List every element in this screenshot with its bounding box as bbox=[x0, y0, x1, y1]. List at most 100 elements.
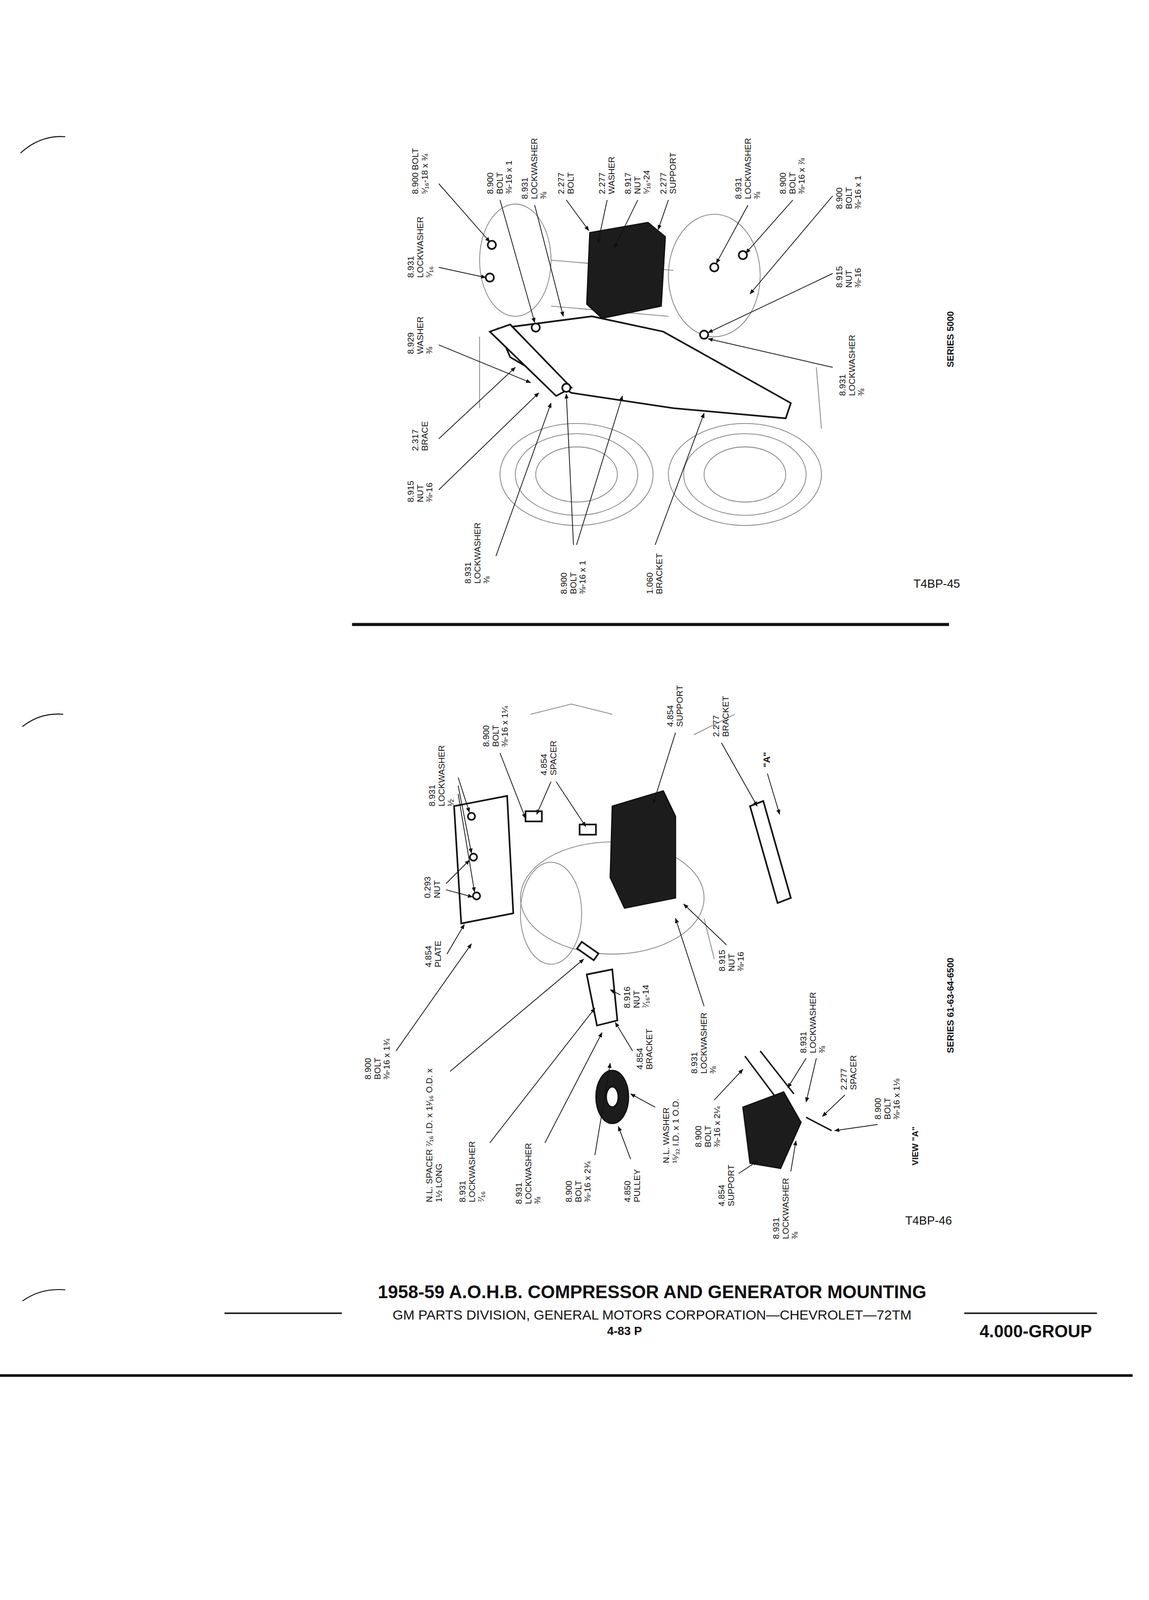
part-callout: 0.293 NUT bbox=[423, 861, 442, 899]
leader-line bbox=[675, 918, 705, 1006]
spacer-part bbox=[579, 824, 596, 835]
label-holder: 8.931 LOCKWASHER ⅜ bbox=[514, 1143, 543, 1204]
leader-line bbox=[458, 785, 472, 854]
part-callout: 8.931 LOCKWASHER ⅜ bbox=[689, 1012, 719, 1074]
series-label: SERIES 5000 bbox=[946, 311, 957, 368]
part-callout: N.L. WASHER ¹⁵⁄₃₂ I.D. x 1 O.D. bbox=[662, 1090, 681, 1164]
bolt-part bbox=[744, 1050, 832, 1131]
label-holder: 4-83 P bbox=[607, 1323, 643, 1338]
label-holder: 8.900 BOLT ⅜-16 x 1¼ bbox=[481, 704, 510, 747]
punch-mark bbox=[22, 714, 64, 727]
punch-mark bbox=[20, 136, 66, 153]
label-holder: 8.900 BOLT ⅜-16 x 1 bbox=[834, 166, 864, 210]
label-holder: T4BP-45 bbox=[913, 577, 961, 591]
footer-rule bbox=[964, 1312, 1098, 1314]
label-holder: 8.929 WASHER ⅜ bbox=[406, 316, 435, 355]
view-marker: "A" bbox=[762, 730, 773, 768]
page-number: 4-83 P bbox=[607, 1323, 643, 1338]
part-callout: 8.931 LOCKWASHER ⅜ bbox=[799, 992, 828, 1054]
view-label: VIEW "A" bbox=[910, 1126, 921, 1166]
label-holder: 2.277 BRACKET bbox=[712, 695, 731, 737]
label-holder: 2.277 WASHER bbox=[597, 156, 617, 195]
part-callout: 8.900 BOLT ⅜-16 x 2¾ bbox=[564, 1159, 593, 1203]
leader-line bbox=[438, 267, 486, 278]
label-holder: 8.916 NUT ⁷⁄₁₆-14 bbox=[622, 971, 651, 1009]
support-part bbox=[742, 1091, 801, 1169]
leader-line bbox=[658, 199, 669, 230]
leader-group bbox=[438, 183, 833, 556]
washer-part bbox=[710, 263, 719, 272]
leader-line bbox=[721, 742, 758, 806]
label-holder: 8.915 NUT ⅜-16 bbox=[834, 251, 864, 288]
label-holder: 8.931 LOCKWASHER ⅜ bbox=[734, 137, 763, 199]
bolt-part bbox=[738, 250, 747, 260]
part-callout: 8.929 WASHER ⅜ bbox=[406, 316, 435, 355]
part-callout: 8.931 LOCKWASHER ⁷⁄₁₆ bbox=[458, 1140, 487, 1202]
leader-line bbox=[614, 199, 639, 249]
label-holder: T4BP-46 bbox=[905, 1213, 953, 1228]
label-holder: N.L. SPACER ⁷⁄₁₆ I.D. x 1¹⁄₁₆ O.D. x 1½ … bbox=[425, 1065, 445, 1203]
label-holder: 8.917 NUT ⁵⁄₁₆-24 bbox=[623, 157, 652, 195]
label-holder: 2.317 BRACE bbox=[410, 414, 430, 451]
leader-line bbox=[566, 394, 574, 545]
leader-line bbox=[556, 781, 586, 827]
part-callout: 4.854 BRACKET bbox=[635, 1028, 655, 1070]
brace-part bbox=[489, 324, 572, 396]
part-callout: 4.854 SUPPORT bbox=[666, 684, 685, 727]
label-holder: 2.277 BOLT bbox=[557, 157, 576, 195]
label-holder: 4.854 BRACKET bbox=[635, 1028, 655, 1070]
leader-line bbox=[630, 1094, 655, 1108]
pulley-part bbox=[595, 1070, 629, 1124]
leader-line bbox=[822, 1094, 845, 1117]
support-part bbox=[610, 790, 676, 909]
leader-line bbox=[438, 392, 539, 490]
part-callout: 1.060 BRACKET bbox=[645, 553, 665, 595]
part-callout: 4.850 PULLEY bbox=[623, 1165, 642, 1203]
group-number: 4.000-GROUP bbox=[979, 1322, 1092, 1342]
label-holder: GM PARTS DIVISION, GENERAL MOTORS CORPOR… bbox=[392, 1306, 912, 1322]
part-callout: 2.317 BRACE bbox=[410, 414, 430, 451]
label-holder: "A" bbox=[762, 730, 773, 768]
label-holder: 8.900 BOLT ⅜-16 x 1⅛ bbox=[873, 1076, 902, 1120]
leader-line bbox=[714, 1069, 744, 1100]
label-holder: 8.931 LOCKWASHER ½ bbox=[427, 744, 456, 806]
leader-line bbox=[438, 344, 531, 383]
part-callout: 8.931 LOCKWASHER ½ bbox=[427, 744, 456, 806]
label-holder: 1.060 BRACKET bbox=[645, 553, 665, 595]
leader-line bbox=[566, 199, 589, 231]
leader-line bbox=[615, 1022, 633, 1051]
label-holder: 8.900 BOLT ⅜-16 x 1 bbox=[485, 151, 515, 195]
part-callout: 8.915 NUT ⅜-16 bbox=[406, 465, 435, 503]
leader-line bbox=[787, 1058, 806, 1088]
engine-outline bbox=[530, 704, 735, 960]
label-holder: 4.854 PLATE bbox=[424, 930, 444, 968]
pulley-outline bbox=[515, 433, 638, 516]
pulley-outline bbox=[683, 433, 806, 516]
leader-line bbox=[610, 989, 621, 995]
part-callout: 4.854 SUPPORT bbox=[717, 1164, 736, 1207]
washer-part bbox=[485, 273, 495, 282]
leader-line bbox=[790, 1140, 796, 1172]
label-holder: SERIES 5000 bbox=[946, 311, 957, 368]
label-holder: 4.854 SPACER bbox=[539, 739, 559, 776]
page-title: 1958-59 A.O.H.B. COMPRESSOR AND GENERATO… bbox=[377, 1281, 927, 1302]
part-callout: 2.277 SUPPORT bbox=[659, 152, 678, 195]
part-callout: N.L. SPACER ⁷⁄₁₆ I.D. x 1¹⁄₁₆ O.D. x 1½ … bbox=[425, 1065, 445, 1203]
label-holder: 8.931 LOCKWASHER ⅜ bbox=[838, 334, 867, 396]
leader-line bbox=[446, 924, 465, 955]
label-holder: SERIES 61-63-64-6500 bbox=[946, 957, 957, 1054]
label-holder: 8.931 LOCKWASHER ⁷⁄₁₆ bbox=[458, 1140, 487, 1202]
nut-part bbox=[467, 812, 475, 820]
pulley-outline bbox=[668, 423, 822, 526]
footer-rule bbox=[224, 1312, 342, 1314]
part-callout: 8.900 BOLT ⅜-16 x 1 bbox=[485, 151, 515, 195]
part-callout: 8.931 LOCKWASHER ⅜ bbox=[734, 137, 763, 199]
leader-line bbox=[716, 204, 749, 264]
label-holder: 8.900 BOLT ⅜-16 x 1 bbox=[559, 551, 588, 595]
leader-line bbox=[534, 204, 564, 317]
part-callout: 8.900 BOLT ⅜-16 x 2¼ bbox=[694, 1104, 723, 1148]
part-callout: 8.931 LOCKWASHER ⅜ bbox=[463, 522, 492, 584]
